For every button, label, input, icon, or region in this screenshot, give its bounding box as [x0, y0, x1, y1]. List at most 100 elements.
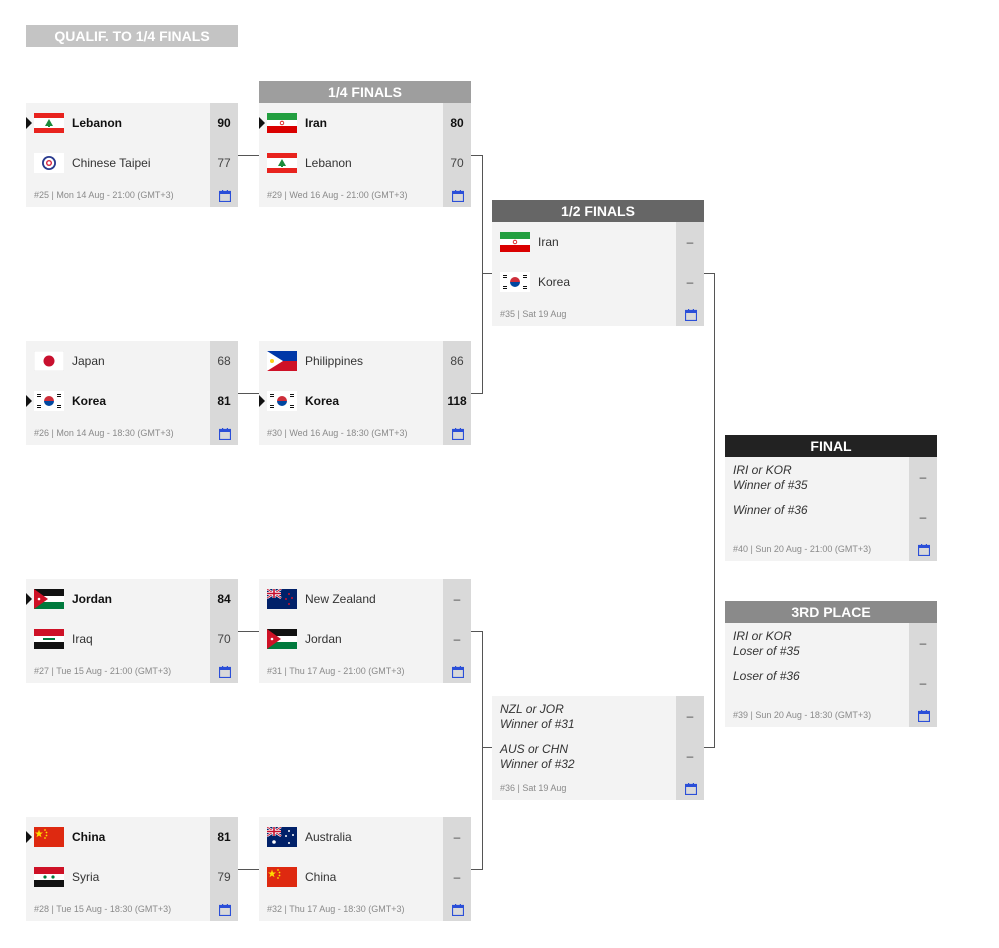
team-row[interactable]: Lebanon 70 — [259, 143, 471, 183]
score-column — [909, 457, 937, 561]
match-info: #26 | Mon 14 Aug - 18:30 (GMT+3) — [34, 428, 174, 438]
winner-arrow-icon — [26, 593, 32, 605]
calendar-icon[interactable] — [218, 427, 232, 441]
calendar-icon[interactable] — [451, 427, 465, 441]
team-score: 90 — [217, 116, 231, 130]
match-28[interactable]: China 81 Syria 79 #28 | Tue 15 Aug - 18:… — [26, 817, 238, 921]
match-info: #27 | Tue 15 Aug - 21:00 (GMT+3) — [34, 666, 172, 676]
team-row[interactable]: Japan 68 — [26, 341, 238, 381]
connector — [238, 393, 259, 394]
score-column — [909, 623, 937, 727]
team-score: 70 — [450, 156, 464, 170]
score-column — [210, 817, 238, 921]
calendar-icon[interactable] — [451, 665, 465, 679]
connector — [471, 631, 482, 632]
new-zealand-flag-icon — [267, 589, 297, 609]
tbd-team: IRI or KOR Winner of #35 — [733, 463, 808, 493]
team-row[interactable]: Loser of #36 – — [725, 663, 937, 703]
score-column — [210, 579, 238, 683]
team-row[interactable]: Lebanon 90 — [26, 103, 238, 143]
team-score: – — [453, 632, 461, 646]
team-score: – — [919, 676, 927, 690]
team-row[interactable]: Chinese Taipei 77 — [26, 143, 238, 183]
match-35[interactable]: Iran – Korea – #35 | Sat 19 Aug — [492, 222, 704, 326]
connector — [482, 631, 483, 870]
philippines-flag-icon — [267, 351, 297, 371]
team-row[interactable]: Winner of #36 – — [725, 497, 937, 537]
match-40-final[interactable]: IRI or KOR Winner of #35 – Winner of #36… — [725, 457, 937, 561]
team-score: 81 — [217, 830, 231, 844]
stage-label-qualif: QUALIF. TO 1/4 FINALS — [26, 25, 238, 47]
team-row[interactable]: Syria 79 — [26, 857, 238, 897]
korea-flag-icon — [500, 272, 530, 292]
japan-flag-icon — [34, 351, 64, 371]
iran-flag-icon — [500, 232, 530, 252]
team-row[interactable]: Jordan – — [259, 619, 471, 659]
team-row[interactable]: Iran – — [492, 222, 704, 262]
team-row[interactable]: New Zealand – — [259, 579, 471, 619]
calendar-icon[interactable] — [218, 189, 232, 203]
team-name: Iran — [538, 235, 559, 249]
connector — [482, 747, 492, 748]
team-row[interactable]: Iran 80 — [259, 103, 471, 143]
team-row[interactable]: Korea 118 — [259, 381, 471, 421]
score-column — [210, 103, 238, 207]
team-row[interactable]: China 81 — [26, 817, 238, 857]
team-name: Korea — [72, 394, 107, 408]
stage-label-quarterfinals: 1/4 FINALS — [259, 81, 471, 103]
team-row[interactable]: NZL or JOR Winner of #31 – — [492, 696, 704, 736]
team-row[interactable]: IRI or KOR Winner of #35 – — [725, 457, 937, 497]
calendar-icon[interactable] — [218, 665, 232, 679]
team-score: – — [686, 749, 694, 763]
team-row[interactable]: Philippines 86 — [259, 341, 471, 381]
team-row[interactable]: AUS or CHN Winner of #32 – — [492, 736, 704, 776]
tbd-team: NZL or JOR Winner of #31 — [500, 702, 575, 732]
match-39-third-place[interactable]: IRI or KOR Loser of #35 – Loser of #36 –… — [725, 623, 937, 727]
connector — [704, 273, 714, 274]
tbd-team-short: NZL or JOR — [500, 702, 564, 716]
calendar-icon[interactable] — [451, 903, 465, 917]
match-25[interactable]: Lebanon 90 Chinese Taipei 77 #25 | Mon 1… — [26, 103, 238, 207]
match-31[interactable]: New Zealand – Jordan – #31 | Thu 17 Aug … — [259, 579, 471, 683]
team-row[interactable]: Iraq 70 — [26, 619, 238, 659]
team-row[interactable]: IRI or KOR Loser of #35 – — [725, 623, 937, 663]
team-score: 84 — [217, 592, 231, 606]
tbd-team-source: Winner of #35 — [733, 478, 808, 492]
calendar-icon[interactable] — [684, 782, 698, 796]
team-score: 77 — [217, 156, 231, 170]
tbd-team-short: AUS or CHN — [500, 742, 569, 756]
team-row[interactable]: Jordan 84 — [26, 579, 238, 619]
connector — [471, 155, 482, 156]
match-26[interactable]: Japan 68 Korea 81 #26 | Mon 14 Aug - 18:… — [26, 341, 238, 445]
match-info: #35 | Sat 19 Aug — [500, 309, 567, 319]
calendar-icon[interactable] — [917, 709, 931, 723]
calendar-icon[interactable] — [451, 189, 465, 203]
match-36[interactable]: NZL or JOR Winner of #31 – AUS or CHN Wi… — [492, 696, 704, 800]
china-flag-icon — [267, 867, 297, 887]
korea-flag-icon — [267, 391, 297, 411]
calendar-icon[interactable] — [218, 903, 232, 917]
lebanon-flag-icon — [34, 113, 64, 133]
score-column — [443, 579, 471, 683]
team-row[interactable]: China – — [259, 857, 471, 897]
team-score: – — [453, 830, 461, 844]
stage-label-third-place: 3RD PLACE — [725, 601, 937, 623]
team-score: 80 — [450, 116, 464, 130]
match-32[interactable]: Australia – China – #32 | Thu 17 Aug - 1… — [259, 817, 471, 921]
match-info: #30 | Wed 16 Aug - 18:30 (GMT+3) — [267, 428, 408, 438]
team-row[interactable]: Australia – — [259, 817, 471, 857]
team-score: 118 — [447, 394, 467, 408]
calendar-icon[interactable] — [684, 308, 698, 322]
china-flag-icon — [34, 827, 64, 847]
team-score: – — [453, 592, 461, 606]
score-column — [443, 103, 471, 207]
match-29[interactable]: Iran 80 Lebanon 70 #29 | Wed 16 Aug - 21… — [259, 103, 471, 207]
match-30[interactable]: Philippines 86 Korea 118 #30 | Wed 16 Au… — [259, 341, 471, 445]
score-column — [676, 222, 704, 326]
team-row[interactable]: Korea – — [492, 262, 704, 302]
calendar-icon[interactable] — [917, 543, 931, 557]
team-score: 68 — [217, 354, 231, 368]
jordan-flag-icon — [34, 589, 64, 609]
match-27[interactable]: Jordan 84 Iraq 70 #27 | Tue 15 Aug - 21:… — [26, 579, 238, 683]
team-row[interactable]: Korea 81 — [26, 381, 238, 421]
